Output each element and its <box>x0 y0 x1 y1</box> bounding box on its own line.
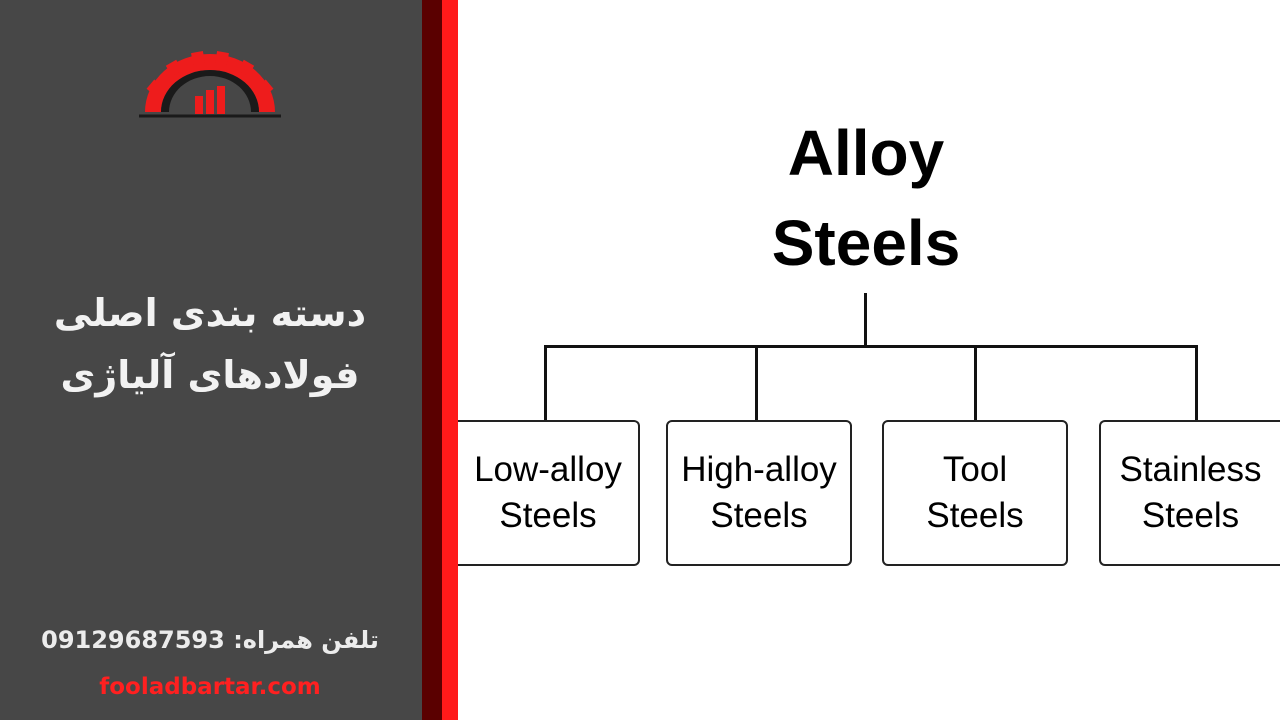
child-node-low-alloy: Low-alloy Steels <box>458 420 640 566</box>
connector-line <box>544 345 1197 348</box>
phone-label: تلفن همراه: <box>233 626 379 654</box>
child-label-line: Stainless <box>1119 450 1262 489</box>
sidebar: دسته بندی اصلی فولادهای آلیاژی 091296875… <box>0 0 422 720</box>
child-label-line: Steels <box>1141 496 1240 535</box>
root-label-line: Alloy <box>787 117 945 189</box>
hierarchy-diagram: Alloy Steels Low-alloy Steels High-alloy… <box>458 0 1280 720</box>
connector-line <box>974 345 977 421</box>
root-node: Alloy Steels <box>708 108 1024 288</box>
child-label-line: Tool <box>942 450 1008 489</box>
connector-line <box>1195 345 1198 421</box>
website-link[interactable]: fooladbartar.com <box>99 674 321 700</box>
child-label-line: Low-alloy <box>474 450 622 489</box>
connector-line <box>544 345 547 421</box>
divider-stripe-dark <box>422 0 442 720</box>
connector-line <box>864 293 867 347</box>
phone-number: 09129687593 <box>41 626 225 654</box>
company-logo <box>139 51 281 118</box>
page-title: دسته بندی اصلی فولادهای آلیاژی <box>20 282 400 406</box>
connector-line <box>755 345 758 421</box>
child-label-line: Steels <box>499 496 597 535</box>
child-label-line: High-alloy <box>681 450 837 489</box>
title-line: دسته بندی اصلی <box>53 291 367 335</box>
child-node-high-alloy: High-alloy Steels <box>666 420 852 566</box>
child-label-line: Steels <box>710 496 808 535</box>
child-node-tool: Tool Steels <box>882 420 1068 566</box>
child-node-stainless: Stainless Steels <box>1099 420 1280 566</box>
child-label-line: Steels <box>926 496 1024 535</box>
divider-stripe-red <box>442 0 458 720</box>
title-line: فولادهای آلیاژی <box>60 353 360 397</box>
root-label-line: Steels <box>771 207 961 279</box>
contact-phone: 09129687593 تلفن همراه: <box>20 626 400 654</box>
